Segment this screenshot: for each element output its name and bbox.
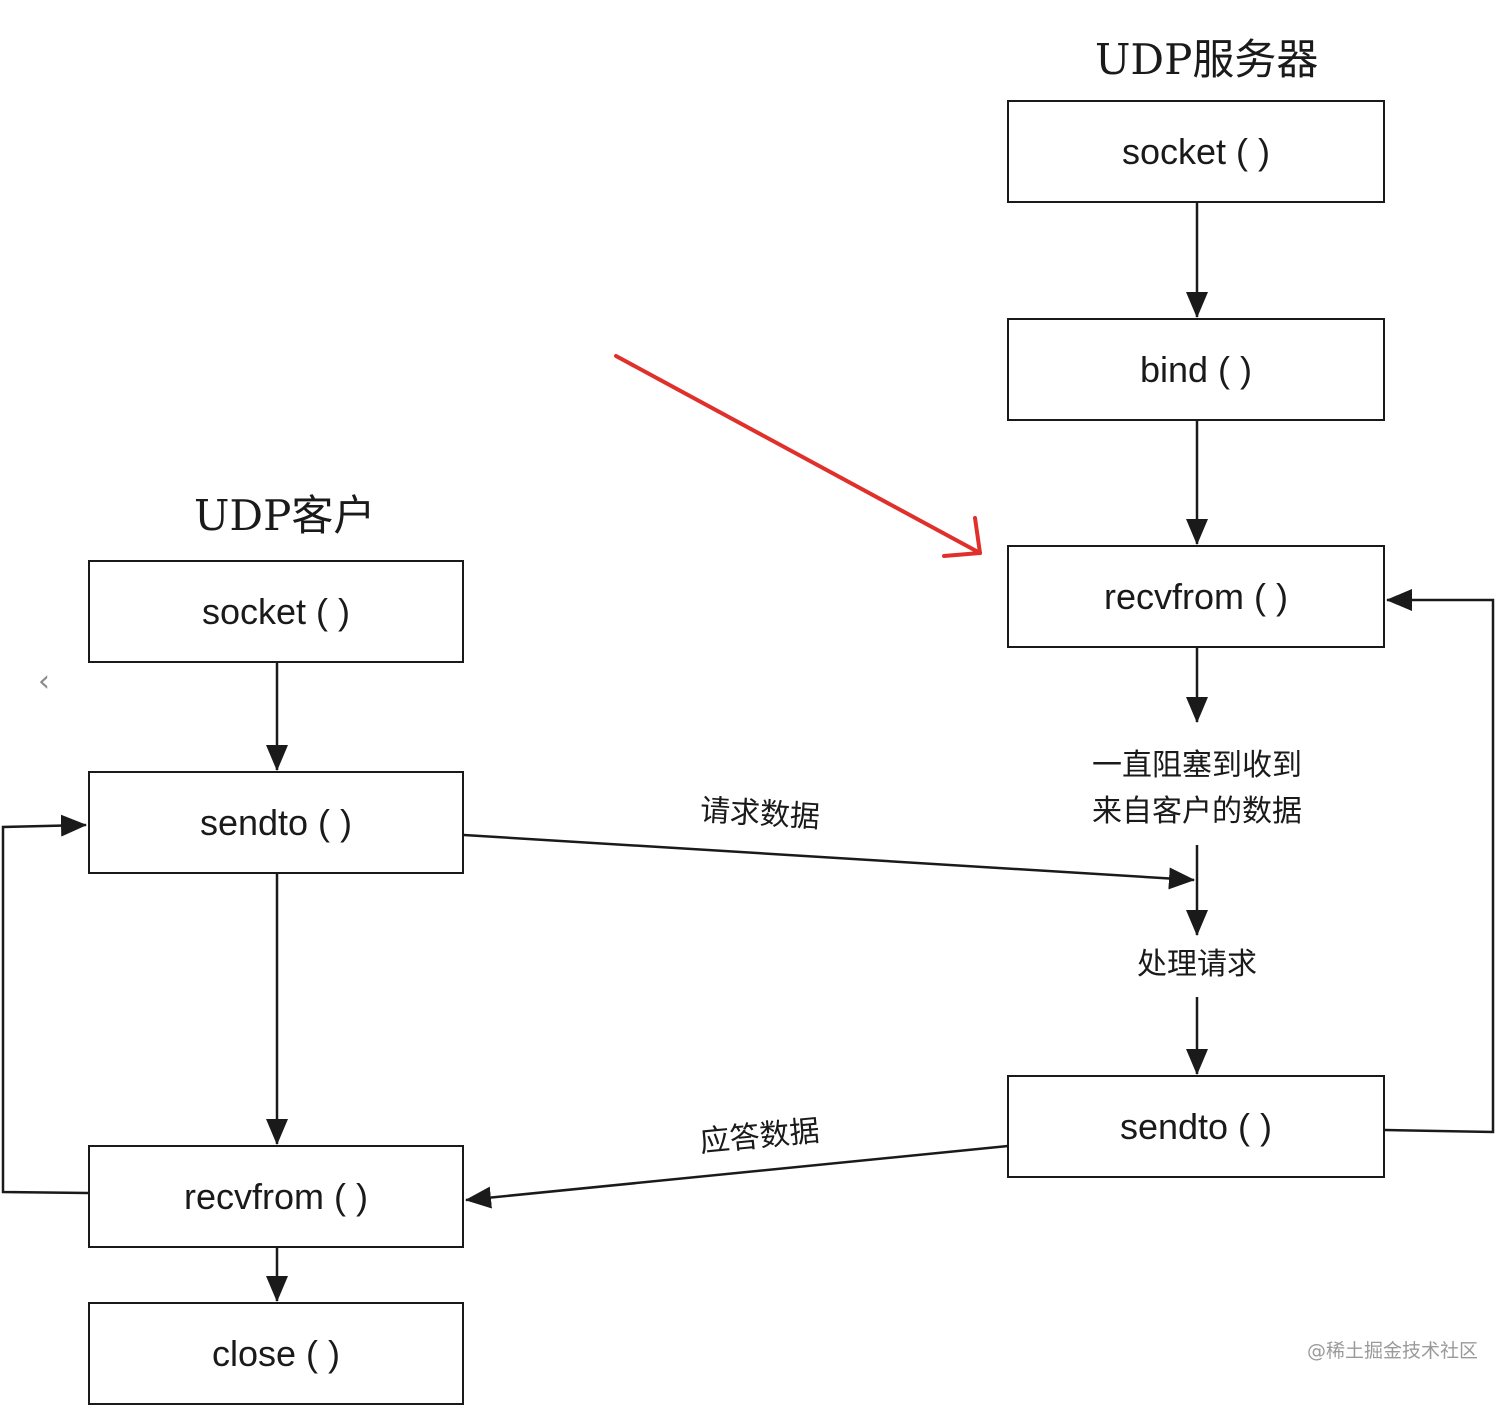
server-recvfrom-label: recvfrom ( ): [1104, 575, 1288, 617]
back-chevron-icon[interactable]: ‹: [38, 664, 50, 699]
server-title: UDP服务器: [1095, 35, 1319, 84]
server-socket-label: socket ( ): [1121, 130, 1271, 172]
server-sendto-label: sendto ( ): [1119, 1105, 1273, 1147]
client-recvfrom-box: recvfrom ( ): [88, 1145, 464, 1248]
annotation-arrow: [614, 354, 982, 558]
request-data-arrow: [463, 833, 1195, 890]
server-bind-box: bind ( ): [1007, 318, 1385, 421]
server-sendto-box: sendto ( ): [1007, 1075, 1385, 1178]
request-data-label: 请求数据: [698, 793, 821, 836]
response-data-arrow: [465, 1144, 1009, 1209]
client-close-label: close ( ): [211, 1332, 341, 1374]
watermark: @稀土掘金技术社区: [1306, 1340, 1478, 1362]
client-loop-back-arrow: [1, 814, 89, 1195]
client-socket-label: socket ( ): [201, 590, 351, 632]
server-process-node: 处理请求: [1137, 947, 1257, 982]
server-block-note: 一直阻塞到收到 来自客户的数据: [1072, 743, 1322, 835]
client-socket-box: socket ( ): [88, 560, 464, 663]
client-recvfrom-label: recvfrom ( ): [184, 1175, 368, 1217]
server-loop-back-arrow: [1384, 589, 1495, 1134]
client-close-box: close ( ): [88, 1302, 464, 1405]
server-bind-label: bind ( ): [1139, 348, 1253, 390]
client-title: UDP客户: [194, 491, 376, 540]
server-block-note-line2: 来自客户的数据: [1092, 794, 1302, 829]
server-recvfrom-box: recvfrom ( ): [1007, 545, 1385, 648]
server-block-note-line1: 一直阻塞到收到: [1092, 748, 1302, 783]
client-sendto-box: sendto ( ): [88, 771, 464, 874]
client-sendto-label: sendto ( ): [199, 801, 353, 843]
server-socket-box: socket ( ): [1007, 100, 1385, 203]
